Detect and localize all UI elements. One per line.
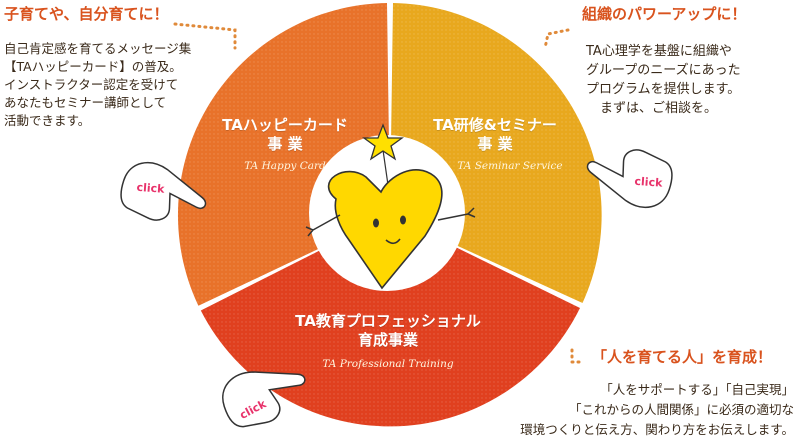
segment-title: TA教育プロフェッショナル	[295, 312, 481, 330]
callout-line: TA心理学を基盤に組織や	[586, 44, 732, 59]
callout-line: プログラムを提供します。	[586, 82, 741, 97]
callout-line: 「人をサポートする」「自己実現」	[600, 382, 794, 397]
pointing-hand-icon[interactable]: click	[216, 356, 314, 434]
segment-label-happy-card[interactable]: TAハッピーカード 事 業 TA Happy Card	[200, 116, 370, 172]
callout-title: 組織のパワーアップに！	[582, 5, 747, 23]
segment-title: 事 業	[477, 135, 513, 153]
click-label: click	[136, 181, 165, 196]
segment-title: TA研修&セミナー	[433, 116, 557, 134]
callout-title: 「人を育てる人」を育成！	[592, 348, 773, 366]
segment-label-seminar[interactable]: TA研修&セミナー 事 業 TA Seminar Service	[410, 116, 580, 172]
callout-line: インストラクター認定を受けて	[4, 77, 179, 92]
callout-line: グループのニーズにあった	[586, 63, 741, 78]
callout-line: 「これからの人間関係」に必須の適切な	[568, 402, 794, 417]
callout-line: あなたもセミナー講師として	[4, 95, 167, 110]
segment-subtitle: TA Professional Training	[322, 358, 454, 370]
callout-line: 【TAハッピーカード】の普及。	[4, 59, 182, 74]
segment-title: 育成事業	[357, 331, 418, 349]
callout-line: 活動できます。	[4, 113, 91, 128]
click-label: click	[634, 175, 663, 190]
callout-body: 自己肯定感を育てるメッセージ集 【TAハッピーカード】の普及。 インストラクター…	[4, 40, 191, 130]
leader-lines	[173, 22, 582, 364]
pointing-hand-icon[interactable]: click	[580, 136, 678, 214]
segment-title: 事 業	[267, 135, 303, 153]
callout-line: 自己肯定感を育てるメッセージ集	[4, 41, 192, 56]
star-icon	[362, 123, 404, 186]
pointing-hand-icon[interactable]: click	[115, 156, 213, 234]
callout-title: 子育てや、自分育てに！	[4, 5, 169, 23]
segment-subtitle: TA Seminar Service	[457, 160, 563, 172]
callout-happy-card: 子育てや、自分育てに！ 自己肯定感を育てるメッセージ集 【TAハッピーカード】の…	[4, 3, 191, 130]
callout-line: まずは、ご相談を。	[600, 101, 718, 116]
callout-seminar: 組織のパワーアップに！	[582, 3, 746, 24]
callout-body: TA心理学を基盤に組織や グループのニーズにあった プログラムを提供します。 ま…	[586, 42, 741, 118]
callout-professional: 「人を育てる人」を育成！	[592, 346, 772, 367]
segment-label-professional[interactable]: TA教育プロフェッショナル 育成事業 TA Professional Train…	[270, 312, 506, 370]
callout-body: 「人をサポートする」「自己実現」 「これからの人間関係」に必須の適切な 環境つく…	[520, 380, 794, 440]
callout-line: 環境つくりと伝え方、関わり方をお伝えします。	[520, 422, 794, 437]
heart-mascot-icon	[305, 169, 476, 290]
segment-subtitle: TA Happy Card	[244, 160, 326, 172]
segment-title: TAハッピーカード	[222, 116, 348, 134]
